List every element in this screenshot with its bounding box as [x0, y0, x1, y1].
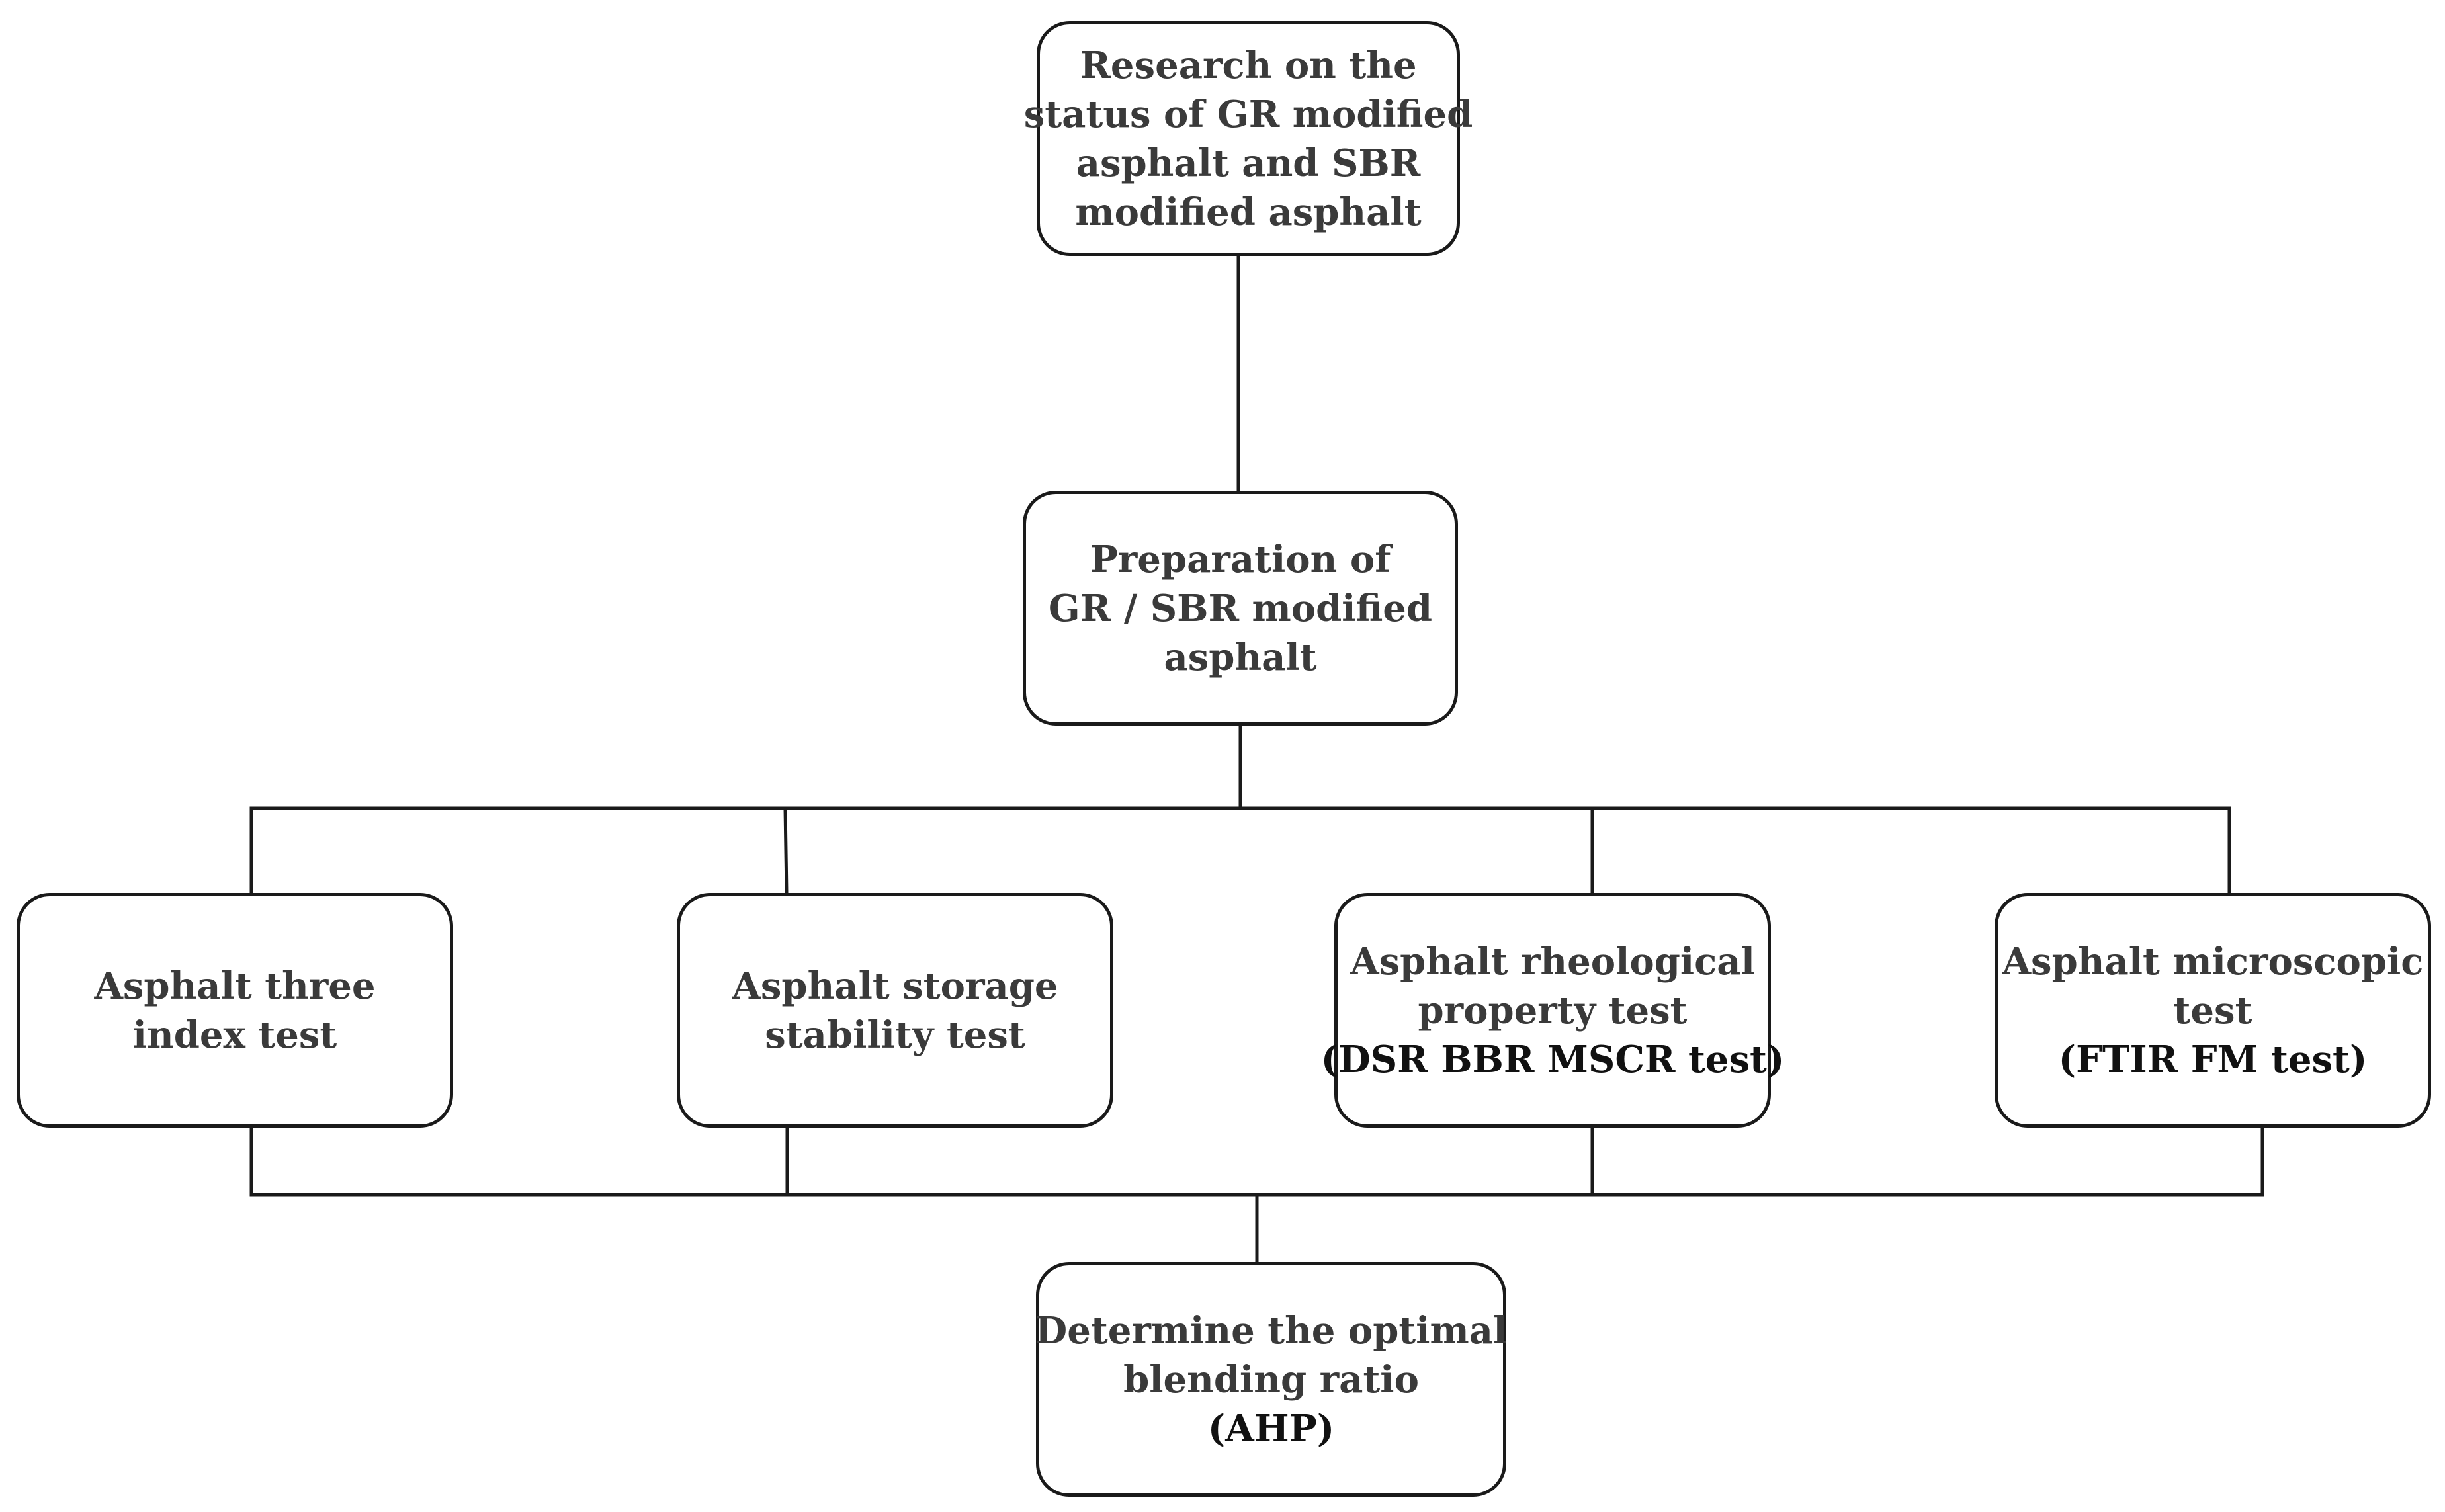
node-text-line: blending ratio	[1123, 1357, 1419, 1402]
node-research-status: Research on the status of GR modified as…	[1024, 21, 1473, 256]
node-storage-stability-test: Asphalt storage stability test	[677, 893, 1113, 1128]
node-text-line: Asphalt three	[94, 964, 376, 1008]
node-rheological-property-test: Asphalt rheological property test (DSR B…	[1321, 893, 1784, 1128]
node-optimal-blending-ratio-label: Determine the optimal blending ratio (AH…	[1035, 1306, 1508, 1453]
node-text-line: stability test	[765, 1013, 1025, 1057]
node-microscopic-test-label: Asphalt microscopic test (FTIR FM test)	[2002, 937, 2424, 1084]
node-text-line: GR / SBR modified	[1048, 586, 1433, 630]
node-text-line: (DSR BBR MSCR test)	[1320, 1037, 1785, 1081]
node-three-index-test: Asphalt three index test	[17, 893, 453, 1128]
node-text-line: asphalt	[1164, 635, 1317, 679]
node-text-line: status of GR modified	[1023, 92, 1473, 136]
node-text-line: Asphalt microscopic	[2002, 939, 2424, 984]
node-three-index-test-label: Asphalt three index test	[94, 962, 375, 1060]
node-text-line: asphalt and SBR	[1076, 141, 1421, 185]
node-text-line: Asphalt rheological	[1350, 939, 1755, 984]
node-text-line: modified asphalt	[1075, 190, 1422, 234]
node-text-line: property test	[1418, 988, 1688, 1032]
node-text-line: Determine the optimal	[1035, 1308, 1508, 1353]
node-storage-stability-test-label: Asphalt storage stability test	[732, 962, 1058, 1060]
node-preparation: Preparation of GR / SBR modified asphalt	[1023, 491, 1458, 726]
node-text-line: test	[2173, 988, 2252, 1032]
node-rheological-property-test-label: Asphalt rheological property test (DSR B…	[1321, 937, 1785, 1084]
node-text-line: index test	[132, 1013, 337, 1057]
node-text-line: Asphalt storage	[732, 964, 1058, 1008]
node-text-line: (FTIR FM test)	[2058, 1037, 2368, 1081]
node-text-line: Preparation of	[1090, 537, 1391, 581]
node-preparation-label: Preparation of GR / SBR modified asphalt	[1049, 535, 1432, 682]
node-optimal-blending-ratio: Determine the optimal blending ratio (AH…	[1035, 1262, 1508, 1497]
connector-split-to-storage	[783, 806, 789, 895]
node-text-line: Research on the	[1080, 43, 1417, 87]
node-microscopic-test: Asphalt microscopic test (FTIR FM test)	[1995, 893, 2431, 1128]
node-text-line: (AHP)	[1207, 1406, 1335, 1450]
node-research-status-label: Research on the status of GR modified as…	[1024, 41, 1473, 237]
